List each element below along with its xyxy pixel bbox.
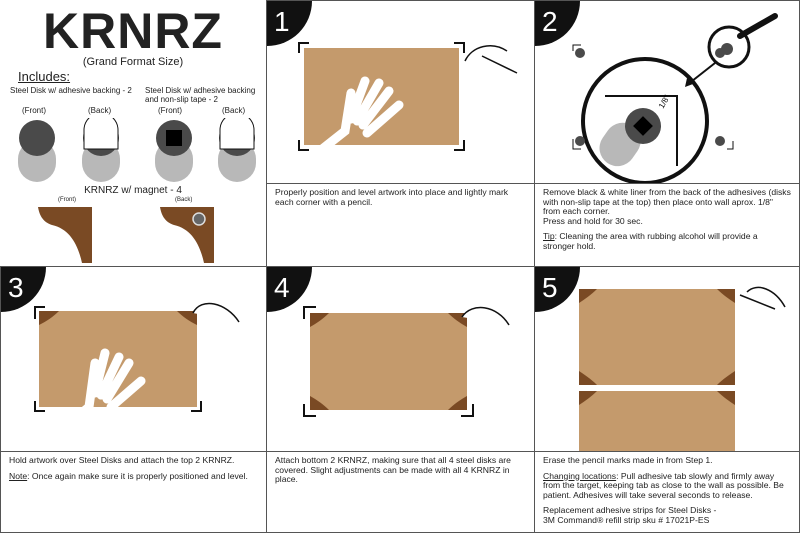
hand-icon: [302, 76, 404, 166]
step-4-illustration: [303, 306, 510, 417]
disk-front: [18, 120, 56, 182]
step-number-badge: 3: [1, 267, 46, 312]
step-1-illustration: [298, 42, 518, 166]
front-label: (Front): [22, 106, 46, 115]
step-4-panel: 4 Attach bottom 2 KRNRZ, making sure tha…: [266, 266, 535, 533]
krnrz-back: [160, 207, 214, 263]
step-2-panel: 2 1/8" Remove black & white liner from t…: [534, 0, 800, 267]
intro-panel: KRNRZ (Grand Format Size) Includes: Stee…: [0, 0, 267, 267]
hand-icon: [41, 348, 146, 447]
pencil-hand-icon: [739, 286, 786, 310]
step-3-text: Hold artwork over Steel Disks and attach…: [1, 451, 266, 532]
step-2-illustration: 1/8": [572, 13, 778, 183]
back-label: (Back): [222, 106, 246, 115]
back-label: (Back): [175, 197, 193, 203]
step-4-text: Attach bottom 2 KRNRZ, making sure that …: [267, 451, 534, 532]
item-steel-disk-tape: Steel Disk w/ adhesive backing and non-s…: [145, 86, 256, 104]
step-5-panel: 5 Erase the pencil marks made in from St…: [534, 266, 800, 533]
pencil-hand-icon: [464, 45, 518, 74]
front-label: (Front): [158, 106, 182, 115]
step-1-text: Properly position and level artwork into…: [267, 183, 534, 266]
steel-disks-illustration: [18, 118, 256, 182]
krnrz-corners-illustration: [38, 207, 214, 263]
step-1-panel: 1 Properly position and level artwork in…: [266, 0, 535, 267]
step-number-badge: 2: [535, 1, 580, 46]
includes-label: Includes:: [18, 69, 71, 84]
step-3-panel: 3 Hold artwork over Steel Disks and atta…: [0, 266, 267, 533]
item-steel-disk: Steel Disk w/ adhesive backing - 2: [10, 86, 132, 95]
disk-front-tape: [155, 120, 193, 182]
item-krnrz-magnet: KRNRZ w/ magnet - 4: [84, 185, 182, 196]
back-label: (Back): [88, 106, 112, 115]
step-2-text: Remove black & white liner from the back…: [535, 183, 799, 266]
disk-back: [82, 118, 120, 182]
front-label: (Front): [58, 197, 76, 203]
disk-back-tape: [218, 118, 256, 182]
step-5-illustration: [579, 286, 786, 451]
step-5-text: Erase the pencil marks made in from Step…: [535, 451, 799, 532]
brand-title: KRNRZ: [43, 3, 223, 59]
subtitle: (Grand Format Size): [82, 56, 184, 68]
step-3-illustration: [34, 302, 240, 447]
krnrz-front: [38, 207, 92, 263]
